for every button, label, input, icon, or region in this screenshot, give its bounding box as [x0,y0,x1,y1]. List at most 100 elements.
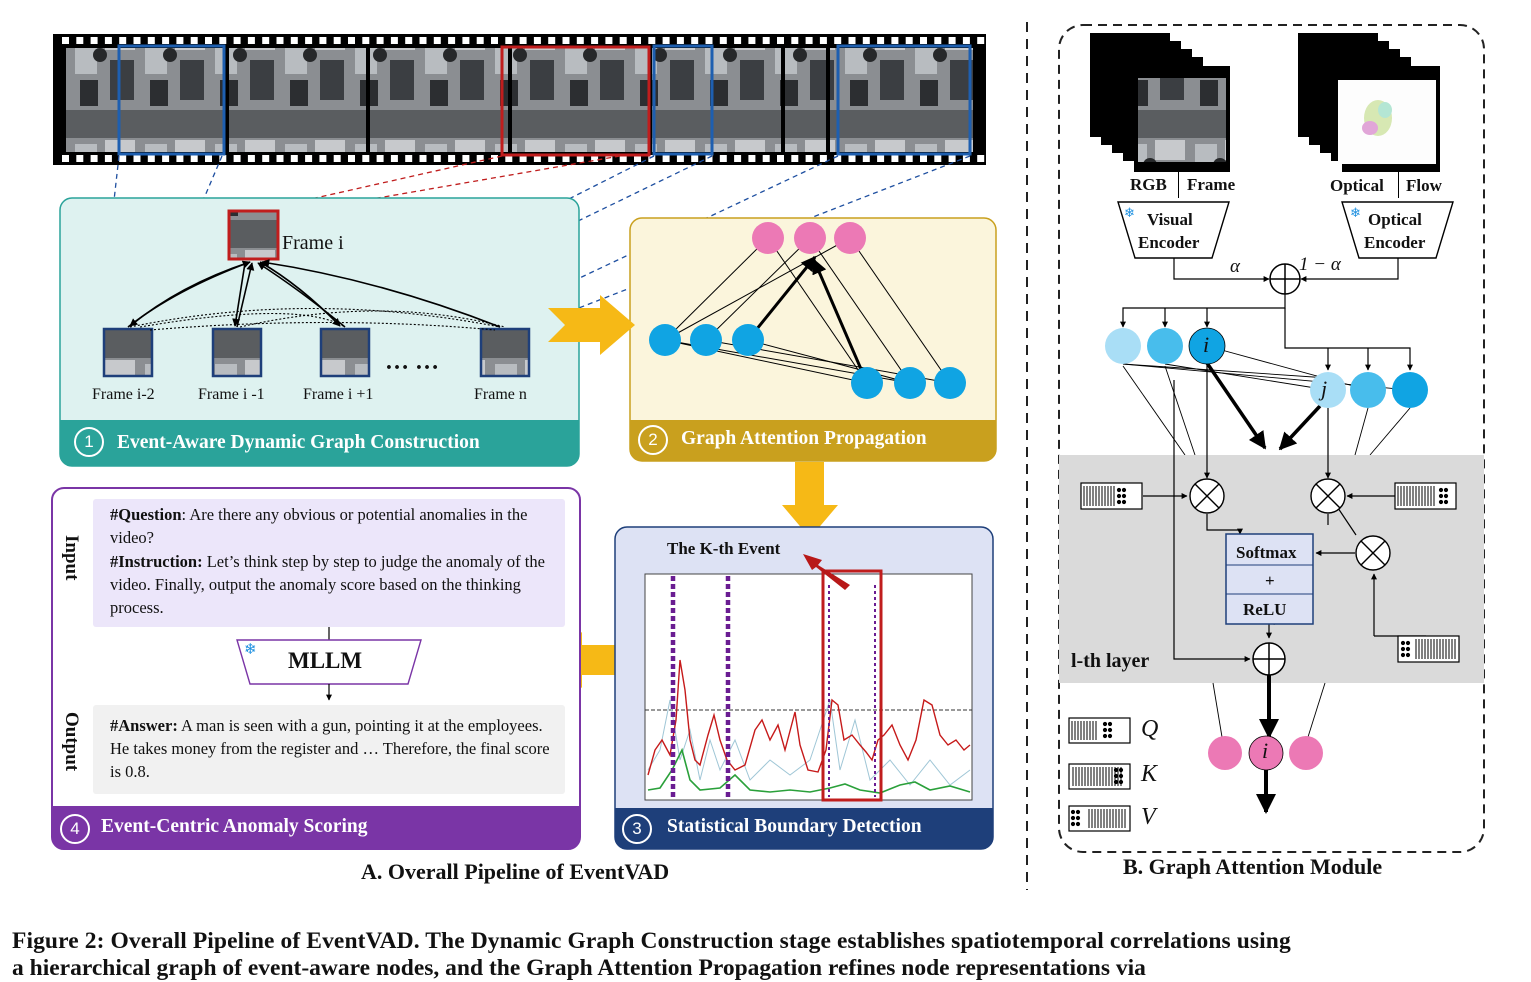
film-perforation [519,37,527,44]
film-perforation [791,37,799,44]
optical-label: Optical [1330,176,1384,195]
film-perforation [634,155,641,162]
film-perforation [862,155,870,162]
film-perforation [762,37,770,44]
figure-caption: Figure 2: Overall Pipeline of EventVAD. … [12,928,1291,954]
film-perforation [605,37,613,44]
frames-ellipsis: … … [385,349,439,375]
instruction-text: #Instruction: Let’s think step by step t… [110,552,545,617]
film-perforation [333,155,341,162]
film-perforation [634,37,641,44]
film-perforation [76,155,84,162]
qkv-dot [1075,821,1081,827]
film-perforation [491,37,498,44]
film-perforation [977,37,985,44]
film-perforation [505,155,513,162]
film-perforation [305,37,313,44]
film-perforation [476,37,484,44]
qkv-dot [1400,640,1406,646]
film-perforation [147,37,155,44]
qkv-dot [1116,487,1122,493]
qkv-dot [1121,487,1127,493]
film-perforation [348,37,355,44]
film-perforation [576,37,584,44]
film-perforation [591,37,599,44]
selected-frame-box [652,44,714,156]
mllm-trapezoid [236,639,422,685]
qkv-dot [1070,821,1076,827]
film-perforation [76,37,84,44]
film-perforation [491,155,498,162]
answer-text: #Answer: A man is seen with a gun, point… [110,716,550,781]
film-perforation [190,37,198,44]
film-perforation [419,37,427,44]
film-perforation [319,37,327,44]
film-perforation [934,155,942,162]
film-perforation [977,155,985,162]
qkv-dot [1121,499,1127,505]
film-perforation [619,155,627,162]
kth-event-box [821,569,883,802]
qkv-dot [1443,499,1449,505]
frame-i-thumbnail [227,209,280,261]
bg-curve [647,699,971,786]
frame-thumbnail [102,327,154,378]
film-perforation [962,155,970,162]
selected-frame-box [836,44,972,156]
film-perforation [519,155,527,162]
qkv-dot [1118,773,1124,779]
film-perforation [877,37,885,44]
qkv-dot [1075,809,1081,815]
plus-label: + [1265,571,1275,590]
optical-encoder [1341,201,1454,259]
film-perforation [305,155,313,162]
film-perforation [748,155,756,162]
film-perforation [891,155,899,162]
alpha-label: α [1230,256,1240,277]
stage-1-panel [59,197,580,467]
film-perforation [333,37,341,44]
panel-b [1058,24,1485,853]
film-perforations [62,37,985,162]
film-perforation [462,37,470,44]
film-perforation [505,37,513,44]
film-perforation [834,155,842,162]
film-perforation [376,37,384,44]
film-perforation [176,155,184,162]
film-perforation [691,155,699,162]
film-perforation [362,37,370,44]
qkv-dot [1075,815,1081,821]
score-plot [644,573,973,801]
film-perforation [648,155,656,162]
film-perforation [905,155,913,162]
film-perforation [319,155,327,162]
film-perforation [705,37,713,44]
film-perforation [276,155,284,162]
kth-event-label: The K-th Event [667,539,781,558]
film-perforation [147,155,155,162]
film-perforation [219,37,227,44]
snowflake-icon: ❄ [1350,205,1361,220]
film-perforation [734,37,742,44]
film-perforation [533,155,541,162]
film-perforation [348,155,355,162]
figure-caption-line2: a hierarchical graph of event-aware node… [12,955,1146,981]
film-perforation [576,155,584,162]
film-perforation [190,155,198,162]
film-perforation [247,37,255,44]
one-minus-alpha-label: 1 − α [1299,254,1341,275]
stage-1-title: Event-Aware Dynamic Graph Construction [117,432,480,453]
film-perforation [819,37,827,44]
film-perforation [448,37,456,44]
legend-v-label: V [1141,804,1156,830]
film-perforation [877,155,885,162]
film-perforation [891,37,899,44]
key-frame-box [500,45,651,157]
qkv-dot [1113,773,1119,779]
qkv-dot [1107,733,1113,739]
film-perforation [734,155,742,162]
film-perforation [805,37,813,44]
film-perforation [390,37,398,44]
film-perforation [791,155,799,162]
film-perforation [819,155,827,162]
